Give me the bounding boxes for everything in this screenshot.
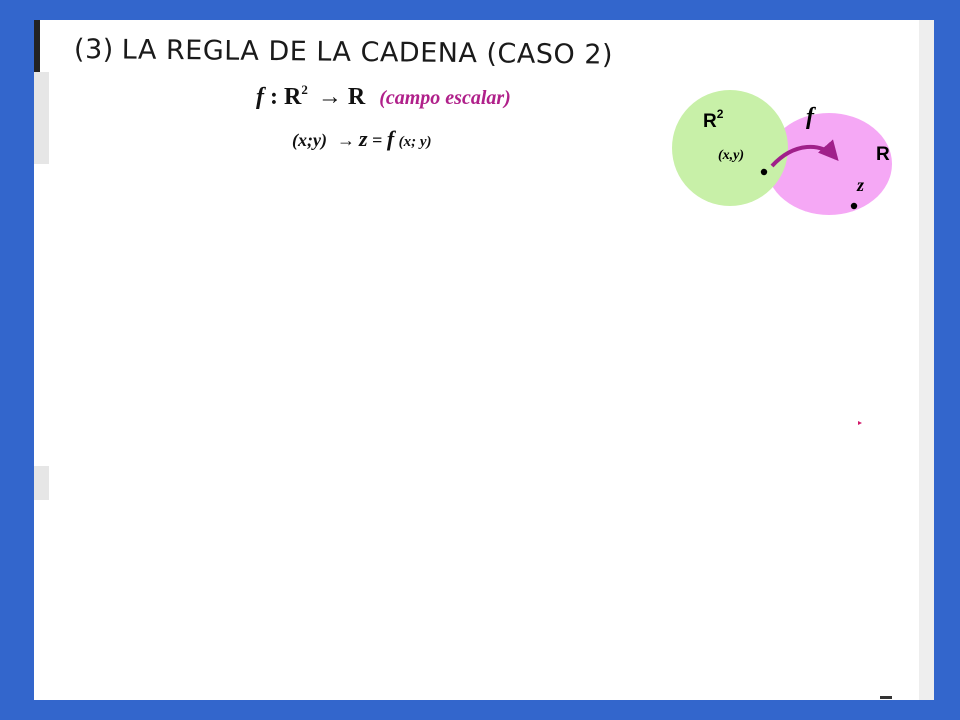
slide-page: (3)LA REGLA DE LA CADENA (CASO 2) f : R2… [34, 20, 934, 700]
image-label: z [857, 175, 865, 195]
domain-set [672, 90, 788, 206]
mapping-rule: (x;y) →z = f (x; y) [292, 126, 432, 152]
mapping-f: f [386, 126, 395, 151]
scan-edge-strip [34, 72, 49, 164]
function-definition: f : R2→R(campo escalar) [256, 82, 511, 111]
scan-edge-strip [919, 20, 934, 700]
title-number: (3) [73, 34, 114, 66]
arrow-icon: → [317, 84, 342, 110]
domain-exponent: 2 [301, 82, 308, 97]
colon: : [270, 84, 278, 110]
point-label: (x,y) [718, 148, 745, 163]
mapping-arrow [770, 139, 839, 168]
diagram-graphic [672, 90, 892, 215]
function-diagram: R2 (x,y) f R z [654, 86, 934, 226]
codomain-set [766, 113, 892, 215]
mapping-z: z [358, 126, 368, 151]
mapping-input: (x;y) [292, 130, 327, 150]
mapping-equals: = [372, 130, 383, 150]
title-text: LA REGLA DE LA CADENA (CASO 2) [121, 34, 614, 71]
scan-edge-mark [34, 20, 40, 72]
function-symbol: f [256, 84, 264, 110]
scalar-field-note: (campo escalar) [379, 87, 511, 109]
point-xy-dot [760, 168, 768, 176]
codomain-symbol: R [347, 84, 366, 110]
domain-label: R2 [703, 107, 724, 132]
page-title: (3)LA REGLA DE LA CADENA (CASO 2) [74, 34, 613, 71]
point-z-dot [850, 202, 858, 210]
mapping-args: (x; y) [398, 134, 432, 150]
domain-symbol: R [284, 84, 302, 110]
arrow-icon: → [336, 130, 355, 150]
scan-edge-strip [34, 466, 49, 500]
function-label: f [806, 104, 814, 130]
stray-mark [880, 696, 892, 699]
codomain-label: R [876, 144, 890, 165]
stray-mark [858, 421, 862, 425]
